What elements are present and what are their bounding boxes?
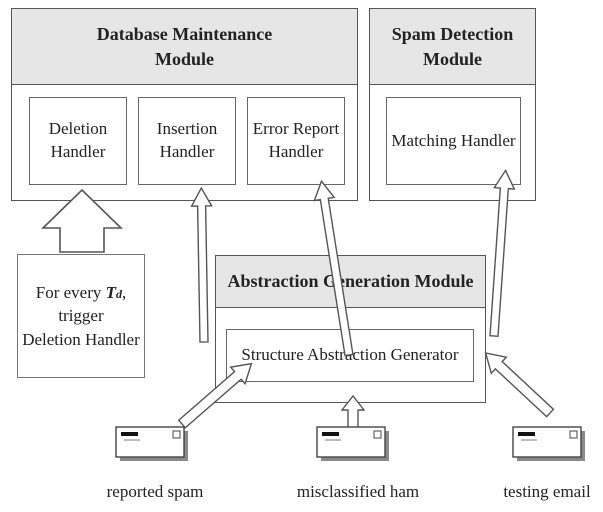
- abstraction-generation-module-title: Abstraction Generation Module: [216, 256, 485, 308]
- insertion-handler-line1: Insertion: [156, 119, 218, 139]
- arrow-to-insertion: [190, 186, 213, 343]
- deletion-handler-line1: Deletion: [48, 119, 108, 139]
- insertion-handler-line2: Handler: [159, 142, 215, 161]
- envelope-icon: [316, 426, 389, 461]
- envelope-icon: [115, 426, 188, 461]
- error-report-handler: Error Report Handler: [247, 97, 345, 185]
- abstraction-module-title: Abstraction Generation Module: [227, 271, 474, 292]
- db-module-title-line2: Module: [154, 48, 214, 69]
- database-maintenance-module: Database Maintenance Module Deletion Han…: [11, 8, 358, 201]
- note-line2: trigger: [58, 306, 104, 326]
- matching-handler: Matching Handler: [386, 97, 521, 185]
- spam-module-title-line2: Module: [422, 48, 482, 69]
- spam-detection-module-title: Spam Detection Module: [370, 9, 535, 85]
- deletion-trigger-note: For every Td, trigger Deletion Handler: [17, 254, 145, 378]
- note-line1: For every Td,: [35, 282, 127, 302]
- database-maintenance-module-title: Database Maintenance Module: [12, 9, 357, 85]
- note-variable-subscript: d: [116, 286, 122, 301]
- db-module-title-line1: Database Maintenance: [96, 24, 273, 45]
- spam-module-title-line1: Spam Detection: [391, 24, 514, 45]
- insertion-handler: Insertion Handler: [138, 97, 236, 185]
- error-report-handler-line1: Error Report: [252, 119, 340, 139]
- note-line3: Deletion Handler: [22, 329, 140, 349]
- structure-abstraction-generator: Structure Abstraction Generator: [226, 329, 474, 382]
- matching-handler-label: Matching Handler: [391, 130, 516, 150]
- deletion-handler-line2: Handler: [50, 142, 106, 161]
- structure-abstraction-generator-label: Structure Abstraction Generator: [241, 345, 459, 365]
- deletion-handler: Deletion Handler: [29, 97, 127, 185]
- note-variable: T: [105, 282, 116, 302]
- misclassified-ham-label: misclassified ham: [296, 482, 420, 501]
- error-report-handler-line2: Handler: [268, 142, 324, 161]
- reported-spam-label: reported spam: [106, 482, 204, 501]
- abstraction-generation-module: Abstraction Generation Module Structure …: [215, 255, 486, 403]
- testing-email-label: testing email: [503, 482, 591, 501]
- arrow-from-testing-email: [484, 352, 555, 418]
- spam-detection-module: Spam Detection Module Matching Handler: [369, 8, 536, 201]
- envelope-icon: [512, 426, 585, 461]
